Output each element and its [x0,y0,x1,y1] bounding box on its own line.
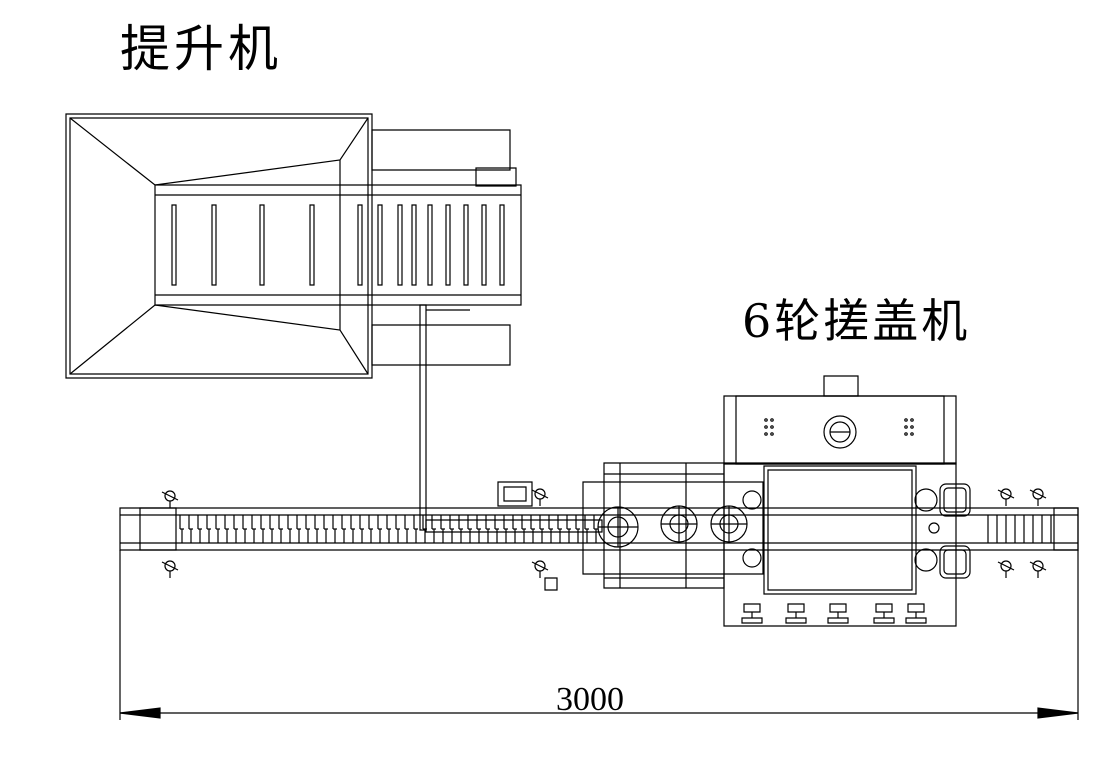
capper-upper-housing [724,396,956,464]
hopper-funnel-top [70,118,368,185]
dimension-arrow-left [120,708,160,718]
vent-holes [765,419,913,435]
capping-wheel-small [743,549,761,567]
belt-slat [378,205,382,285]
sensor-block [545,578,557,590]
conveyor-end-right [1054,508,1078,550]
elevator-drop-chute [420,305,426,530]
capper-title: 6轮搓盖机 [742,294,971,348]
foot-block [788,604,804,612]
hopper-inner-frame [70,118,368,374]
vent-dot [765,433,767,435]
belt-slat [310,205,314,285]
conveyor-chain-links [180,515,1051,543]
belt-slat [172,205,176,285]
vent-dot [911,419,913,421]
foot-block [830,604,846,612]
capper-center-knob [824,416,856,448]
belt-slat [358,205,362,285]
vent-dot [911,426,913,428]
foot-pad [874,618,894,623]
belt-slat [412,205,416,285]
hopper-outer-frame [66,114,372,378]
knob-handle [532,562,548,570]
knob-handle [162,492,178,500]
elevator-side-block-bottom [372,325,510,365]
knob-handle [1030,562,1046,570]
knob-handle [998,490,1014,498]
capping-wheel-small [743,491,761,509]
belt-slat [464,205,468,285]
vent-dot [905,426,907,428]
belt-slat [398,205,402,285]
elevator-belt [155,185,521,305]
guide-rail [426,520,602,532]
vent-dot [905,433,907,435]
elevator-title: 提升机 [120,20,282,78]
foot-block [908,604,924,612]
vent-dot [771,426,773,428]
belt-slat [260,205,264,285]
vent-dot [765,419,767,421]
belt-slat [428,205,432,285]
capper-base-frame [724,463,956,626]
overall-dimension [120,550,1078,720]
conveyor-unit [120,482,1078,590]
right-guide-wheels [915,484,970,578]
foot-pad [828,618,848,623]
knob-handle [1030,490,1046,498]
capping-wheel [598,507,638,547]
capper-upper-housing-inner [736,396,944,464]
vent-dot [765,426,767,428]
elevator-motor-block [476,168,516,186]
conveyor-end-left [140,508,176,550]
capper-main-body [764,466,916,594]
capper-left-base [583,482,763,574]
elevator-unit [66,114,521,530]
elevator-side-block-top [372,130,510,170]
belt-slat [482,205,486,285]
vent-dot [771,419,773,421]
capper-main-body-inner [768,470,912,590]
capping-wheel [711,506,747,542]
belt-slat [446,205,450,285]
vent-dot [905,419,907,421]
vent-dot [911,433,913,435]
adjust-knobs [162,489,1046,578]
knob-handle [532,490,548,498]
foot-pad [906,618,926,623]
dimension-arrow-right [1038,708,1078,718]
foot-pad [786,618,806,623]
belt-slat [212,205,216,285]
capper-unit [583,376,970,626]
foot-block [744,604,760,612]
belt-slats [172,205,504,285]
hopper-funnel-bottom [70,305,368,374]
overall-length-dimension-label: 3000 [556,681,624,718]
capping-wheel [661,506,697,542]
vent-dot [771,433,773,435]
foot-pad [742,618,762,623]
control-box [498,482,532,506]
capper-feet [742,604,926,623]
capper-top-motor [824,376,858,396]
knob-handle [998,562,1014,570]
knob-handle [162,562,178,570]
control-box-window [504,487,526,501]
foot-block [876,604,892,612]
belt-slat [500,205,504,285]
